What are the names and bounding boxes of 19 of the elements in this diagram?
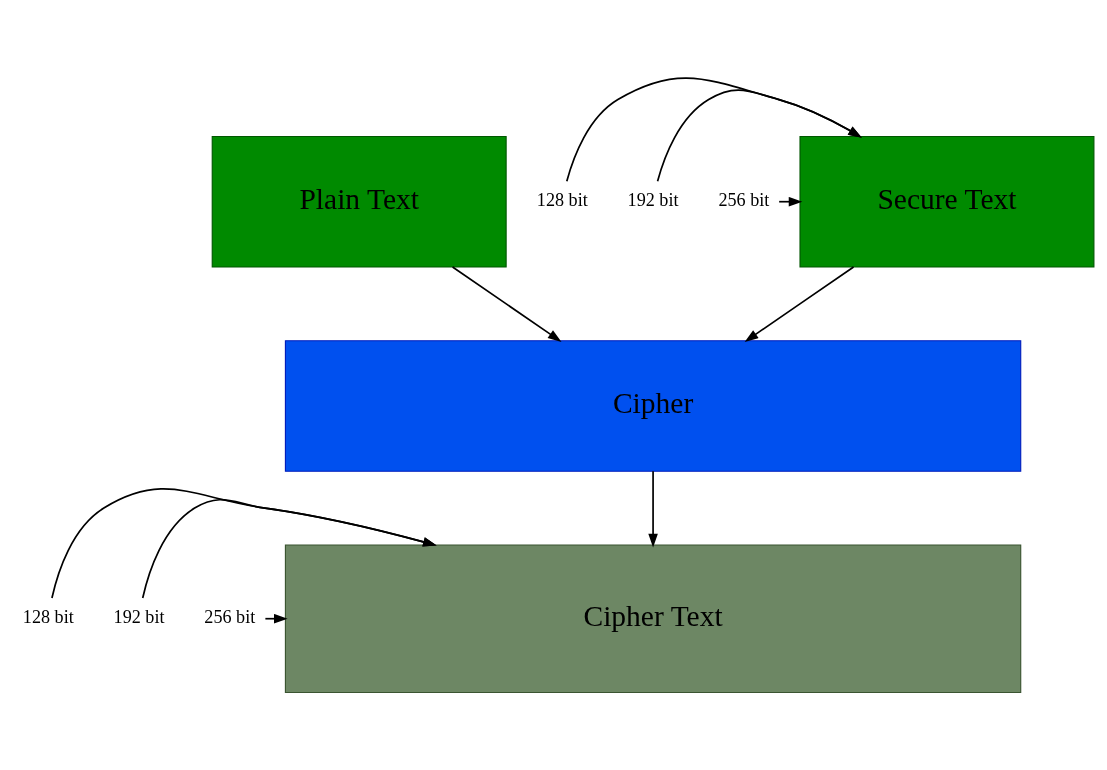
node-text: 128 bit [22, 607, 74, 628]
arrow [141, 498, 437, 599]
arrow [656, 89, 862, 183]
node-text: 256 bit [718, 190, 770, 211]
arrow [565, 77, 862, 183]
node-text: 192 bit [627, 190, 679, 211]
arrow [51, 488, 437, 599]
node-box: Secure Text [799, 135, 1095, 268]
arrow [648, 470, 658, 548]
arrow [264, 613, 288, 624]
node-box: Cipher Text [284, 544, 1022, 694]
node-text: 192 bit [113, 607, 165, 628]
arrow [744, 266, 855, 342]
arrow [778, 196, 803, 207]
arrow [451, 266, 562, 342]
node-box: Plain Text [211, 135, 507, 268]
node-box: Cipher [284, 340, 1022, 472]
node-text: 256 bit [204, 607, 256, 628]
node-text: 128 bit [536, 190, 588, 211]
